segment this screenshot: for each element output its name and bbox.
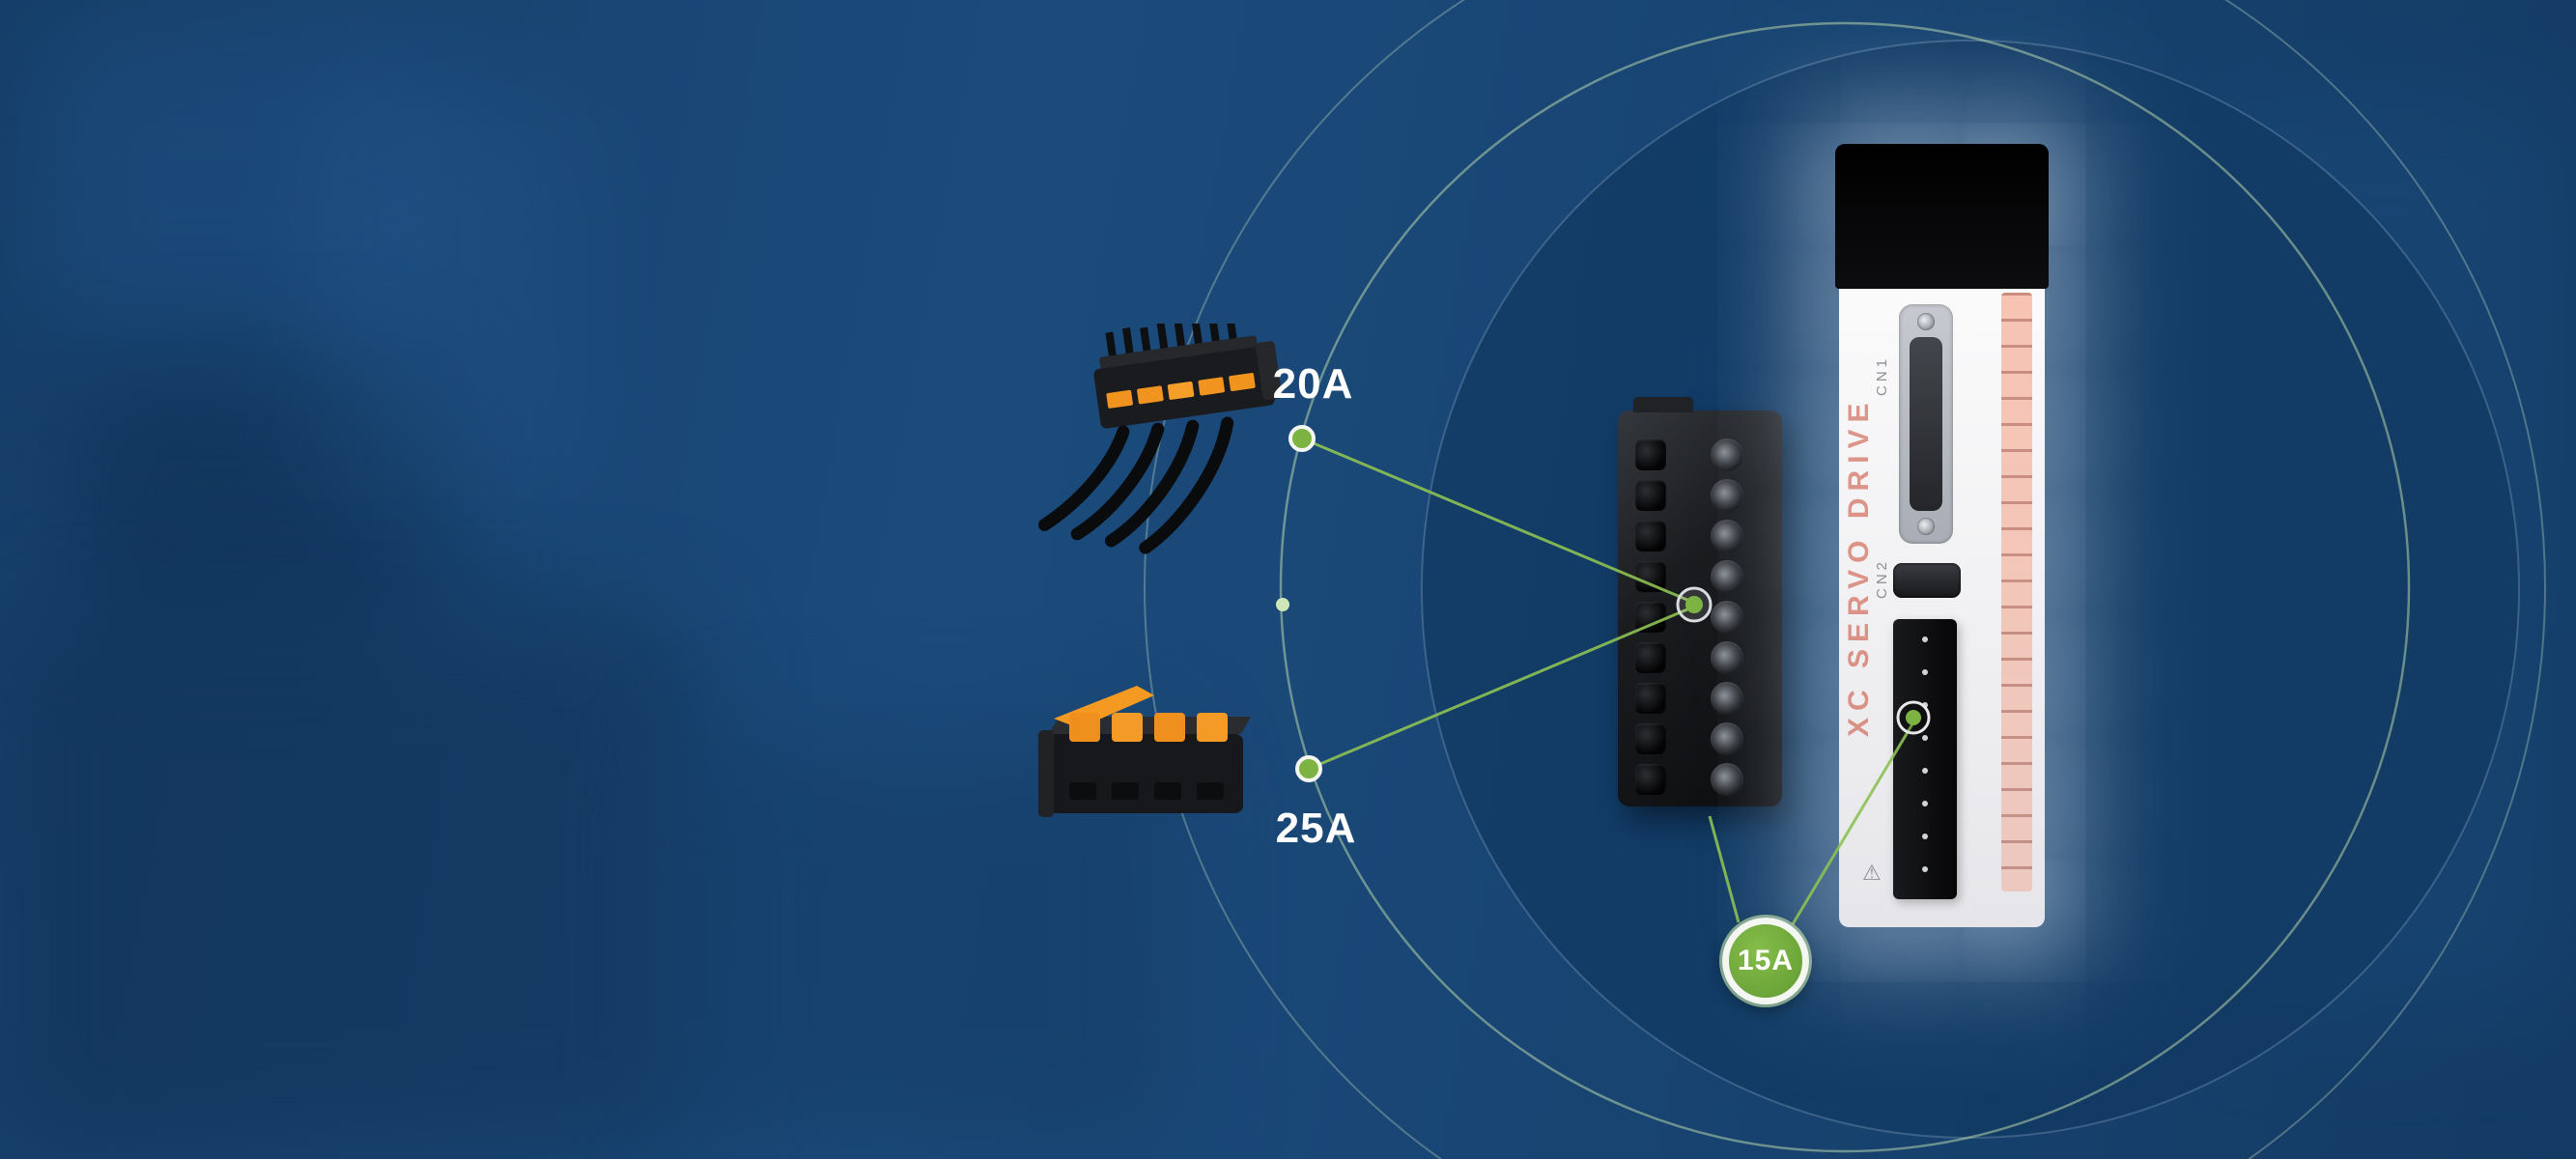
cn2-connector xyxy=(1893,563,1961,598)
connector-pins xyxy=(1105,313,1238,360)
terminal-port-square xyxy=(1635,521,1666,551)
terminal-port-square xyxy=(1635,480,1666,511)
connector-orange-contacts xyxy=(1106,373,1256,409)
callout-line-15a-right xyxy=(1791,721,1915,925)
cn1-dsub-connector xyxy=(1899,304,1953,544)
arc-dot xyxy=(1276,598,1289,611)
terminal-port-square xyxy=(1635,683,1666,714)
terminal-marker[interactable] xyxy=(1676,586,1713,623)
cn1-slot xyxy=(1910,337,1942,511)
terminal-block-tab xyxy=(1633,397,1693,412)
callout-line-20a xyxy=(1301,437,1695,605)
servo-pin xyxy=(1922,866,1928,872)
terminal-port-circle xyxy=(1711,641,1743,674)
servo-pin xyxy=(1922,636,1928,642)
background-blur-shape xyxy=(39,29,454,338)
terminal-port-square xyxy=(1635,561,1666,592)
terminal-port-square xyxy=(1635,642,1666,673)
connector-orange-clamps xyxy=(1069,713,1228,742)
servo-drive-image: XC SERVO DRIVE CN1 CN2 ⚠ xyxy=(1835,144,2049,927)
outer-ring-circle xyxy=(1144,0,2546,1159)
terminal-port-circle xyxy=(1711,560,1743,593)
screw-icon xyxy=(1917,518,1935,535)
servo-power-terminal xyxy=(1893,619,1957,899)
inner-ring-circle xyxy=(1279,21,2411,1153)
terminal-port-circle xyxy=(1711,682,1743,715)
servo-pin xyxy=(1922,702,1928,708)
servo-label-strip xyxy=(2001,293,2032,891)
hotspot-dot-25a[interactable] xyxy=(1295,755,1322,782)
callout-line-15a-left xyxy=(1708,815,1741,923)
callout-line-25a xyxy=(1308,605,1695,771)
servo-pin xyxy=(1922,801,1928,806)
warning-icon: ⚠ xyxy=(1862,861,1882,885)
servo-pin xyxy=(1922,669,1928,675)
servo-marker[interactable] xyxy=(1896,700,1931,735)
background-blur-shape xyxy=(0,618,695,1159)
background-blur-shape xyxy=(319,87,589,502)
terminal-port-square xyxy=(1635,439,1666,470)
badge-15a[interactable]: 15A xyxy=(1722,918,1809,1004)
screw-icon xyxy=(1917,313,1935,330)
terminal-port-square xyxy=(1635,764,1666,795)
servo-pin xyxy=(1922,834,1928,839)
terminal-port-circle xyxy=(1711,438,1743,471)
terminal-port-circle xyxy=(1711,601,1743,634)
callout-lines xyxy=(1301,437,1915,925)
terminal-port-circle xyxy=(1711,763,1743,796)
rating-label-25a: 25A xyxy=(1275,805,1357,852)
connector-25a-image xyxy=(1019,674,1309,853)
hotspot-dot-20a[interactable] xyxy=(1288,425,1316,452)
terminal-port-square xyxy=(1635,602,1666,633)
background-blur-shape xyxy=(68,367,444,637)
connector-front-slots xyxy=(1069,782,1224,800)
connector-cables xyxy=(1038,416,1234,554)
servo-top-panel xyxy=(1835,144,2049,289)
terminal-port-circle xyxy=(1711,520,1743,552)
connector-25a-body xyxy=(1038,686,1251,817)
badge-15a-label: 15A xyxy=(1737,945,1795,976)
connector-20a-image xyxy=(966,313,1314,584)
terminal-port-square xyxy=(1635,723,1666,754)
servo-pin xyxy=(1922,768,1928,774)
terminal-port-circle xyxy=(1711,722,1743,755)
terminal-port-circle xyxy=(1711,479,1743,512)
rating-label-20a: 20A xyxy=(1272,360,1354,408)
connector-20a-body xyxy=(1038,313,1282,554)
servo-pin xyxy=(1922,735,1928,741)
